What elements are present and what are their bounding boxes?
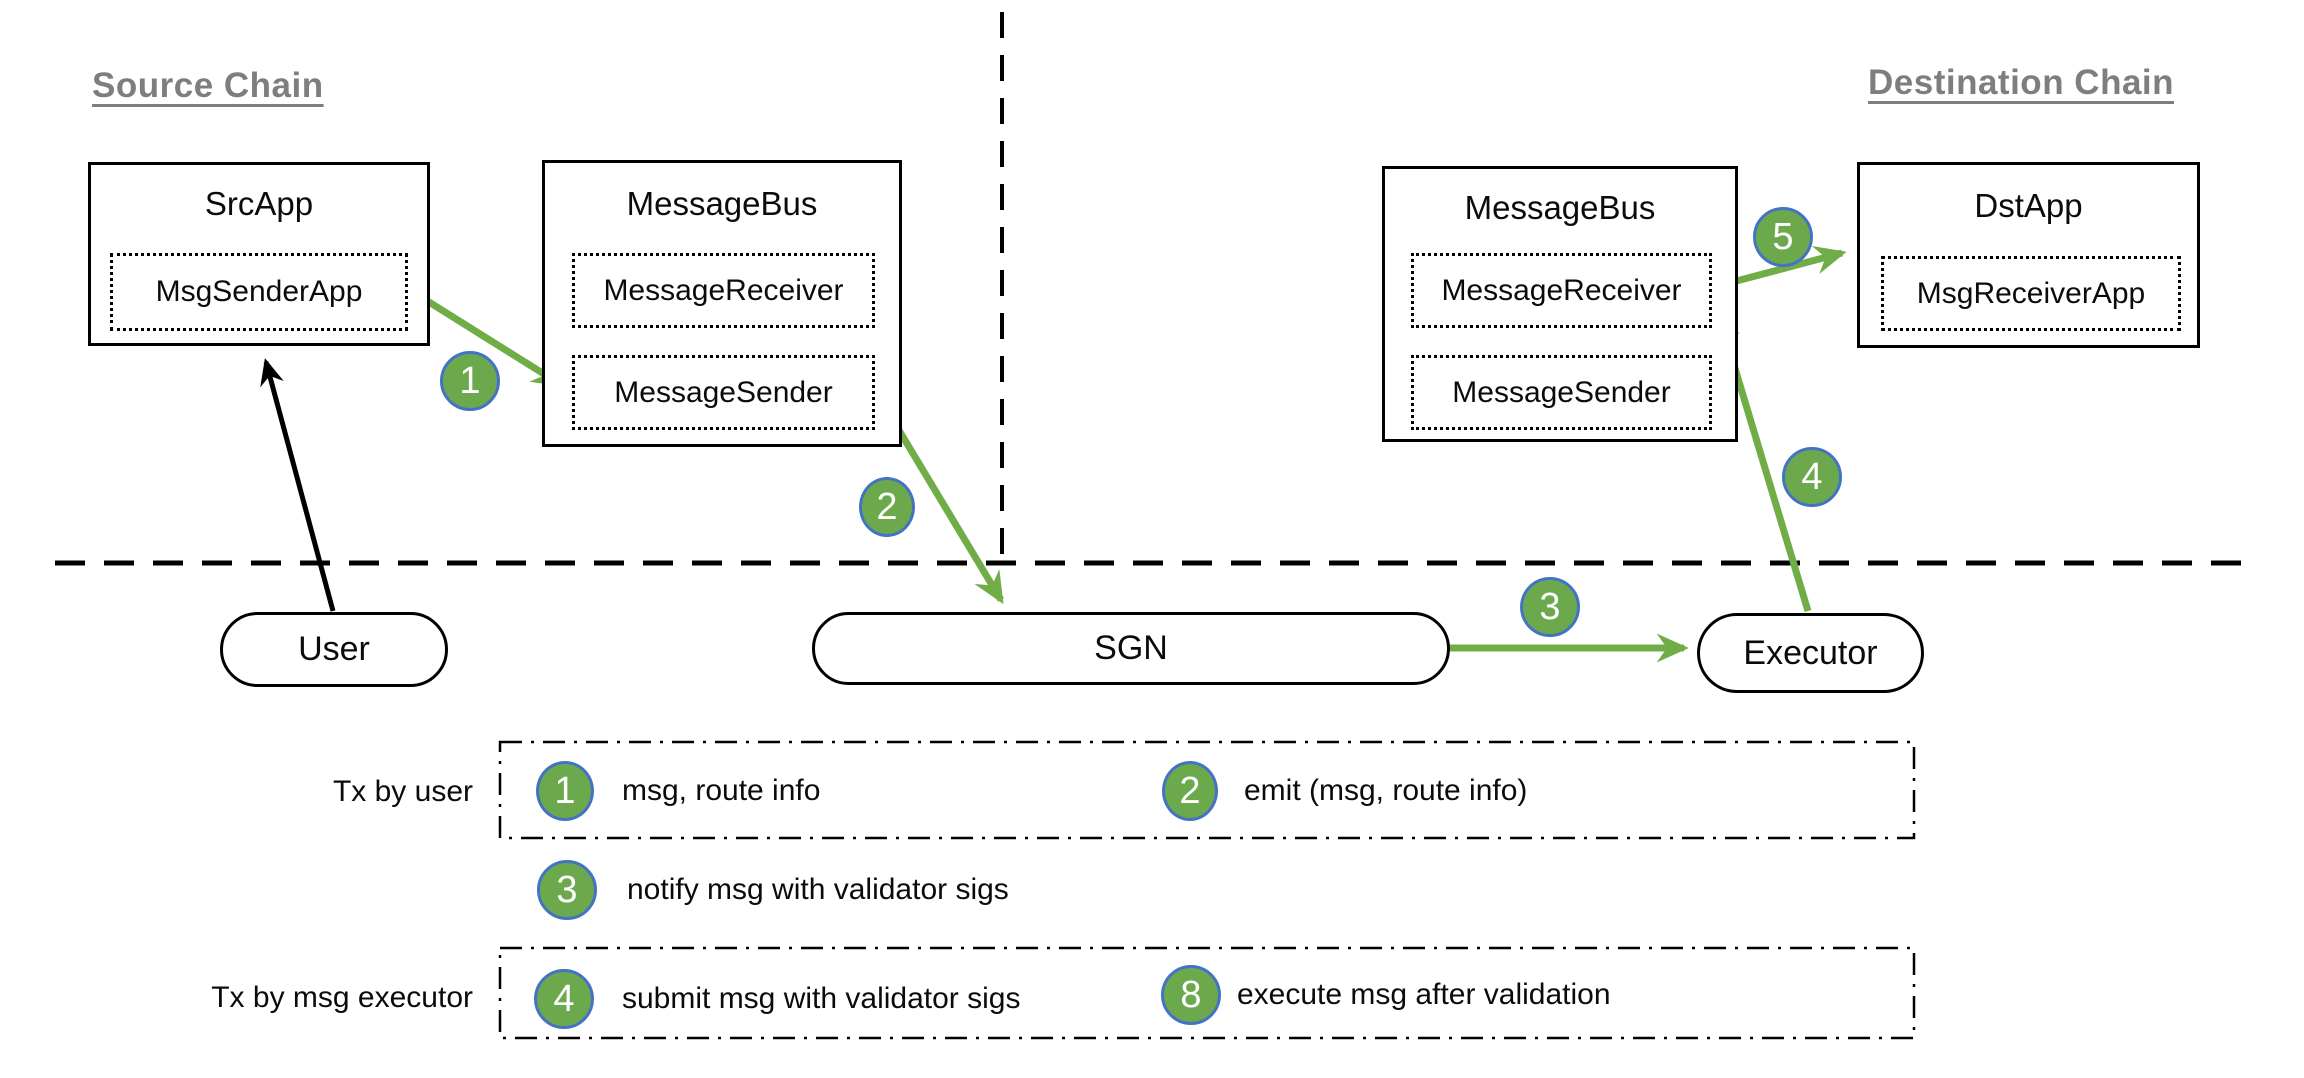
executor-pill: Executor bbox=[1697, 613, 1924, 693]
legend-row3-label: Tx by msg executor bbox=[211, 981, 473, 1014]
legend-badge-1: 1 bbox=[536, 761, 594, 821]
srcapp-box: SrcApp MsgSenderApp bbox=[88, 162, 430, 346]
user-pill: User bbox=[220, 612, 448, 687]
messagebus-destination-title: MessageBus bbox=[1464, 189, 1656, 226]
legend-row1-label: Tx by user bbox=[332, 775, 473, 808]
messagesender-source-box: MessageSender bbox=[572, 355, 875, 430]
legend-badge-4: 4 bbox=[534, 969, 594, 1029]
legend-item-3-text: notify msg with validator sigs bbox=[627, 873, 1009, 906]
step-badge-2: 2 bbox=[859, 477, 915, 537]
dstapp-title: DstApp bbox=[1974, 187, 2083, 224]
msgreceiverapp-box: MsgReceiverApp bbox=[1881, 256, 2181, 331]
messagebus-source-title: MessageBus bbox=[626, 185, 818, 222]
dstapp-box: DstApp MsgReceiverApp bbox=[1857, 162, 2200, 348]
step-badge-3: 3 bbox=[1520, 577, 1580, 637]
messagebus-source-box: MessageBus MessageReceiver MessageSender bbox=[542, 160, 902, 447]
legend-badge-3: 3 bbox=[537, 860, 597, 920]
messagebus-destination-box: MessageBus MessageReceiver MessageSender bbox=[1382, 166, 1738, 442]
destination-chain-heading: Destination Chain bbox=[1868, 63, 2175, 102]
step-badge-4: 4 bbox=[1782, 447, 1842, 507]
source-chain-heading: Source Chain bbox=[92, 66, 324, 105]
step-badge-5: 5 bbox=[1753, 207, 1813, 267]
msgsenderapp-box: MsgSenderApp bbox=[110, 253, 408, 331]
legend-item-4-text: submit msg with validator sigs bbox=[622, 982, 1021, 1015]
srcapp-title: SrcApp bbox=[204, 185, 314, 222]
messagereceiver-source-box: MessageReceiver bbox=[572, 253, 875, 328]
legend-badge-2: 2 bbox=[1162, 761, 1218, 821]
legend-item-8-text: execute msg after validation bbox=[1237, 978, 1611, 1011]
messagereceiver-destination-box: MessageReceiver bbox=[1411, 253, 1712, 328]
sgn-pill: SGN bbox=[812, 612, 1450, 685]
legend-item-1-text: msg, route info bbox=[622, 774, 821, 807]
legend-badge-8: 8 bbox=[1161, 965, 1221, 1025]
messagesender-destination-box: MessageSender bbox=[1411, 355, 1712, 430]
legend-item-2-text: emit (msg, route info) bbox=[1244, 774, 1528, 807]
arrow-user-to-srcapp bbox=[260, 358, 336, 612]
step-badge-1: 1 bbox=[440, 351, 500, 411]
